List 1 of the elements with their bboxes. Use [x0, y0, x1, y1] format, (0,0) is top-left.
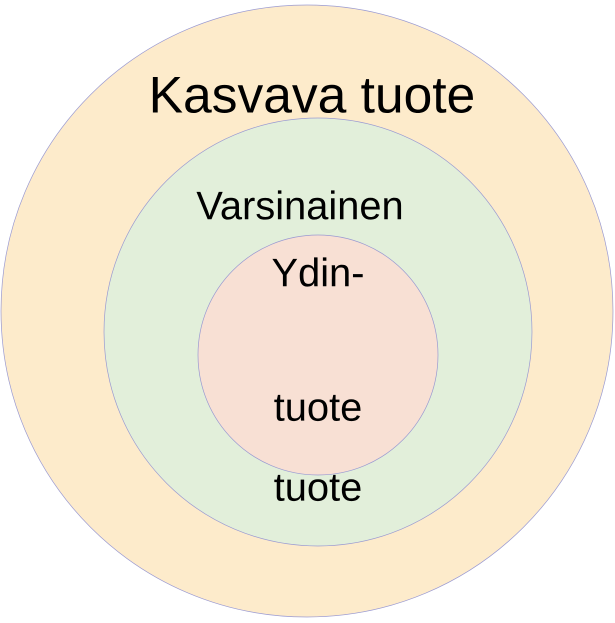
circle-ring: Ydin- tuote	[198, 234, 438, 476]
